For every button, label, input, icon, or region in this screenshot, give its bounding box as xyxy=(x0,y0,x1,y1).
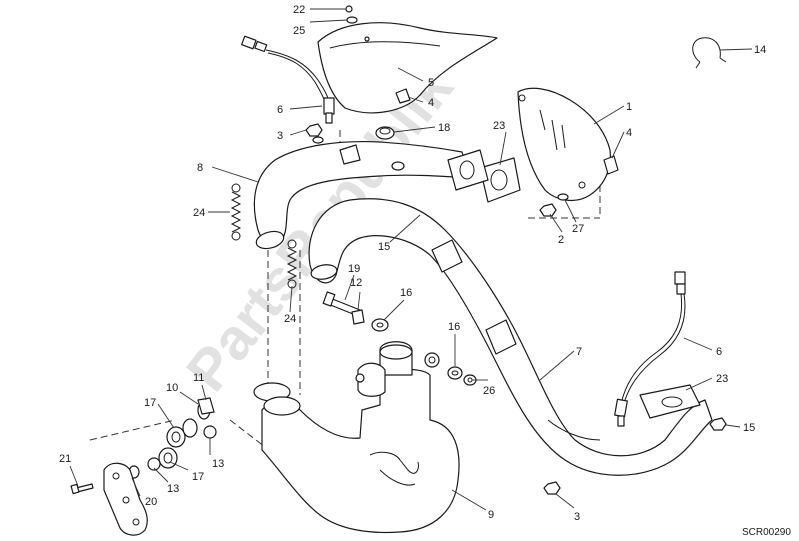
callout-7: 7 xyxy=(576,346,582,358)
flange-23-lower[interactable] xyxy=(639,384,701,419)
callout-27: 27 xyxy=(572,223,584,235)
drawing-code: SCR00290 xyxy=(742,527,791,538)
callout-24: 24 xyxy=(193,207,205,219)
washer-upper[interactable] xyxy=(312,136,324,144)
muffler-silencer[interactable] xyxy=(253,341,460,534)
screw-2[interactable] xyxy=(539,203,557,217)
callout-23: 23 xyxy=(716,373,728,385)
callout-17: 17 xyxy=(192,471,204,483)
callout-4: 4 xyxy=(428,97,434,109)
washer-25[interactable] xyxy=(346,16,358,24)
callout-20: 20 xyxy=(145,496,157,508)
callout-11: 11 xyxy=(193,372,204,384)
callout-3: 3 xyxy=(277,130,283,142)
lambda-sensor-lower[interactable] xyxy=(614,271,686,427)
nut-15[interactable] xyxy=(709,417,727,431)
shield-hole xyxy=(364,36,370,42)
heat-shield-upper[interactable] xyxy=(317,22,498,114)
valve-gear-assembly-upper[interactable] xyxy=(166,397,217,448)
lambda-sensor-upper[interactable] xyxy=(241,35,335,124)
callout-labels: 22 25 5 4 6 3 18 8 24 24 1 4 23 2 27 14 … xyxy=(59,4,766,523)
callout-16: 16 xyxy=(400,287,412,299)
nut-3-lower[interactable] xyxy=(543,481,561,495)
rubber-16-lower[interactable] xyxy=(447,366,463,380)
callout-4: 4 xyxy=(626,127,632,139)
callout-15: 15 xyxy=(378,241,390,253)
callout-13: 13 xyxy=(212,458,224,470)
exhaust-pipe-front[interactable] xyxy=(308,198,713,476)
clamp-14[interactable] xyxy=(692,37,721,63)
callout-17: 17 xyxy=(144,397,156,409)
callout-14: 14 xyxy=(754,44,766,56)
callout-3: 3 xyxy=(574,511,580,523)
nut-3-upper[interactable] xyxy=(305,123,323,137)
callout-15: 15 xyxy=(743,422,755,434)
callout-10: 10 xyxy=(166,382,178,394)
callout-9: 9 xyxy=(488,509,494,521)
callout-2: 2 xyxy=(558,234,564,246)
callout-21: 21 xyxy=(59,453,71,465)
valve-gear-assembly-lower[interactable] xyxy=(128,447,178,479)
callout-12: 12 xyxy=(350,277,362,289)
callout-24: 24 xyxy=(284,313,296,325)
screw-22[interactable] xyxy=(345,5,353,13)
clip-4-upper[interactable] xyxy=(395,88,411,104)
callout-13: 13 xyxy=(167,483,179,495)
callout-25: 25 xyxy=(293,25,305,37)
header-pipe-rear[interactable] xyxy=(253,141,471,252)
pipe-flange[interactable] xyxy=(447,149,489,191)
washer-27[interactable] xyxy=(557,193,569,201)
callout-5: 5 xyxy=(428,77,434,89)
callout-6: 6 xyxy=(716,346,722,358)
spring-24-right[interactable] xyxy=(286,239,298,289)
spacer-12[interactable] xyxy=(351,309,365,325)
callout-18: 18 xyxy=(438,122,450,134)
spring-24-left[interactable] xyxy=(230,183,242,241)
grommet-18[interactable] xyxy=(375,126,395,140)
rubber-16-upper[interactable] xyxy=(371,318,389,332)
callout-22: 22 xyxy=(293,4,305,16)
flange-gasket-23[interactable] xyxy=(479,157,521,203)
callout-1: 1 xyxy=(626,101,632,113)
callout-6: 6 xyxy=(277,104,283,116)
bracket-20[interactable] xyxy=(103,462,148,536)
callout-26: 26 xyxy=(483,385,495,397)
callout-8: 8 xyxy=(197,162,203,174)
callout-19: 19 xyxy=(348,263,360,275)
leader-lines xyxy=(69,8,753,511)
callout-16: 16 xyxy=(448,321,460,333)
clip-4-right[interactable] xyxy=(603,155,619,175)
callout-23: 23 xyxy=(493,120,505,132)
